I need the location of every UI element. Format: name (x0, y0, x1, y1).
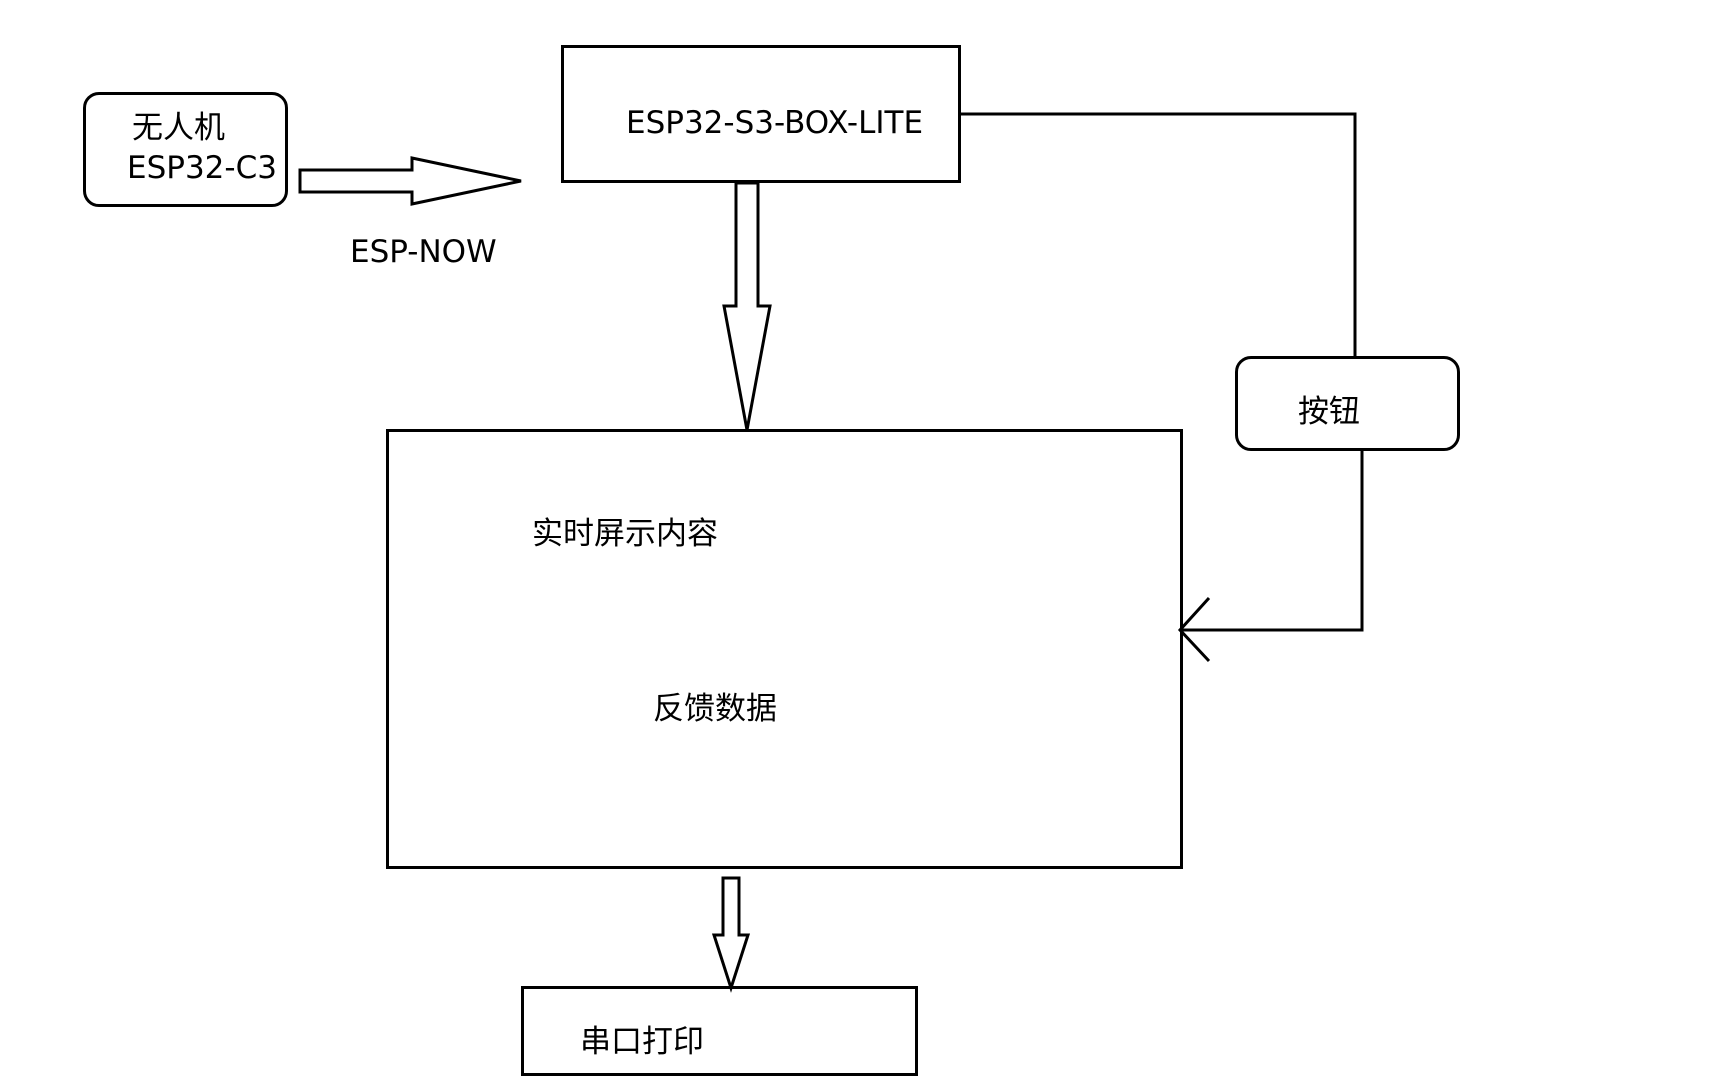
espnow-arrow (298, 156, 522, 206)
drone-title: 无人机 (132, 110, 225, 146)
display-node (386, 429, 1183, 869)
box-lite-label: ESP32-S3-BOX-LITE (626, 105, 924, 141)
espnow-label: ESP-NOW (350, 234, 497, 270)
down-arrow-to-display (722, 181, 772, 431)
box-lite-node (561, 45, 961, 183)
down-arrow-to-serial (711, 876, 751, 993)
drone-model: ESP32-C3 (127, 150, 277, 186)
serial-print-label: 串口打印 (580, 1024, 704, 1060)
button-to-display-line (1183, 450, 1364, 632)
display-feedback-label: 反馈数据 (653, 691, 777, 727)
box-to-button-line (960, 112, 1357, 356)
button-label: 按钮 (1298, 394, 1360, 430)
serial-print-node (521, 986, 918, 1076)
drone-node (83, 92, 288, 207)
display-realtime-label: 实时屏示内容 (532, 516, 718, 552)
button-node (1235, 356, 1460, 451)
